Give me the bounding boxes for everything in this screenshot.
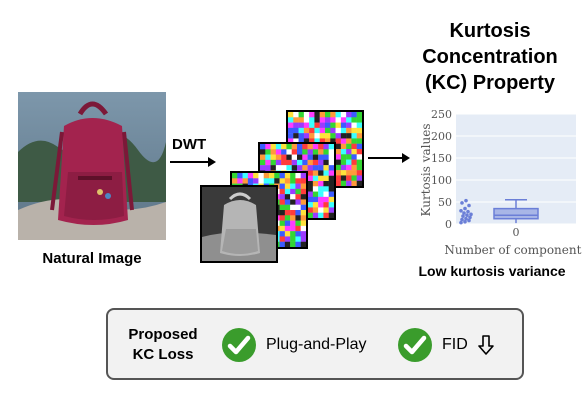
y-tick-label: 50 (438, 196, 452, 209)
outlier-point (467, 203, 471, 208)
box-iqr (493, 207, 539, 220)
outlier-point (466, 209, 470, 214)
y-axis-label: Kurtosis values (419, 124, 433, 217)
proposed-line-1: Proposed (128, 326, 198, 343)
outlier-point (460, 201, 464, 205)
proposed-line-2: KC Loss (132, 346, 194, 363)
outlier-point (461, 214, 465, 218)
kc-caption: Low kurtosis variance (418, 263, 566, 279)
y-tick-label: 150 (431, 152, 452, 165)
outlier-point (460, 217, 464, 222)
down-arrow-icon (478, 335, 494, 355)
checkmark-icon (398, 328, 432, 362)
backpack-photo (18, 92, 166, 240)
y-tick-label: 100 (431, 174, 452, 187)
kc-title-line-1: Kurtosis (449, 20, 531, 42)
outlier-point (459, 209, 463, 213)
x-tick-label: 0 (513, 226, 520, 239)
outlier-point (464, 198, 468, 203)
outlier-point (468, 215, 472, 220)
outlier-point (469, 212, 473, 217)
x-axis-label: Number of components (444, 243, 582, 257)
y-tick-labels: 0 50 100 150 200 250 (431, 108, 452, 231)
outlier-point (463, 220, 467, 224)
kc-title-line-2: Concentration (422, 46, 558, 68)
y-tick-label: 0 (445, 218, 452, 231)
dwt-arrow-icon (170, 157, 216, 167)
y-tick-label: 200 (431, 130, 452, 143)
y-tick-label: 250 (431, 108, 452, 121)
summary-panel (106, 308, 524, 380)
fid-label: FID (442, 336, 468, 353)
proposed-loss-label: Proposed KC Loss (120, 325, 206, 365)
outlier-point (467, 218, 471, 223)
kc-title: Kurtosis Concentration (KC) Property (406, 18, 574, 96)
outlier-point (462, 211, 466, 215)
outlier-point (464, 216, 468, 221)
kurtosis-boxplot: 0 50 100 150 200 250 Kurtosis values 0 Number… (419, 108, 582, 257)
box-series (459, 198, 539, 225)
outlier-point (459, 220, 463, 225)
kc-arrow-icon (368, 153, 410, 163)
wavelet-subband-ll (200, 185, 278, 263)
plug-and-play-label: Plug-and-Play (266, 336, 367, 353)
natural-image-caption: Natural Image (42, 250, 142, 267)
outlier-point (463, 206, 467, 211)
checkmark-icon (222, 328, 256, 362)
kc-title-line-3: (KC) Property (424, 72, 555, 94)
outlier-point (465, 213, 469, 217)
dwt-label: DWT (172, 136, 207, 153)
